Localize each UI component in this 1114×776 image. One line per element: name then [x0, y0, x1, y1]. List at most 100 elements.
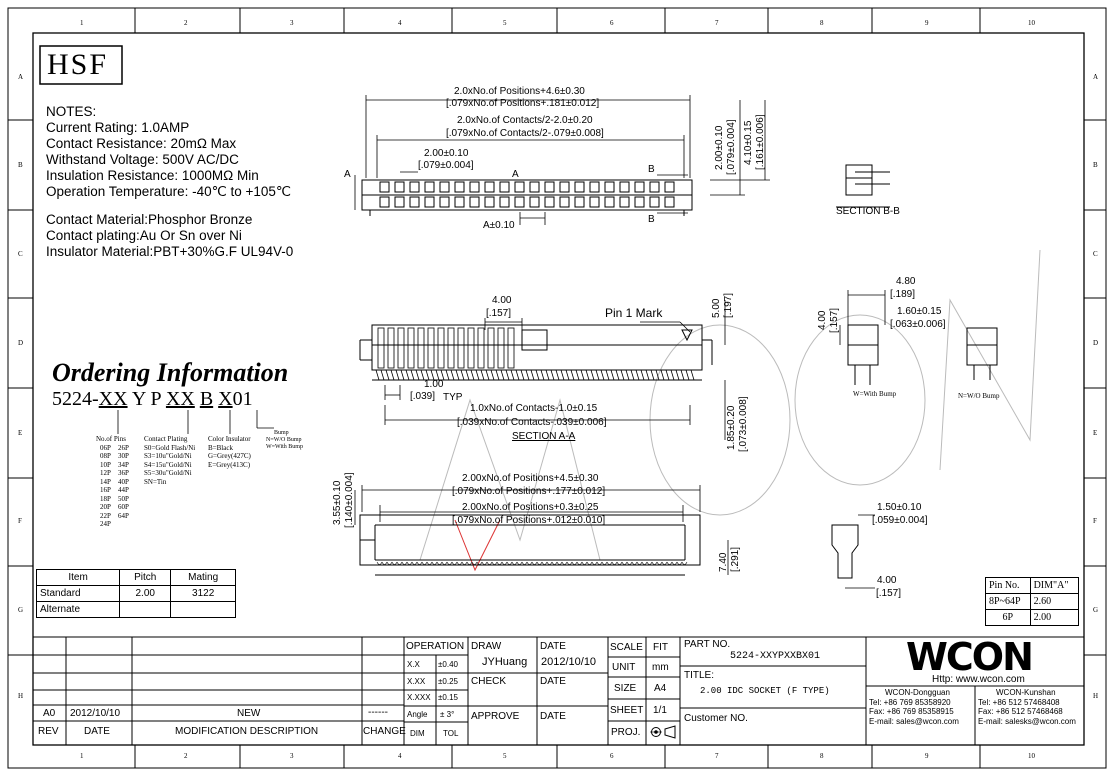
contact-blade — [447, 327, 455, 369]
contact-cell — [529, 196, 540, 208]
section-a-mark-center: A — [512, 169, 519, 180]
dim-bottom-overall: 2.00xNo.of Positions+4.5±0.30 — [462, 473, 599, 484]
rev-header: REV — [38, 726, 59, 737]
serration-tooth — [631, 561, 638, 565]
ordering-code: 5224-XX Y P XX B X01 — [52, 388, 253, 411]
code-plating: XX — [165, 388, 195, 410]
code-y: Y — [131, 388, 146, 410]
dongguan-tel: Tel: +86 769 85358920 — [869, 697, 951, 707]
contact-cell — [604, 196, 615, 208]
item-standard: Standard — [35, 585, 121, 602]
contact-blade — [387, 327, 395, 369]
plating-option-3: S4=15u"Gold/Ni — [144, 460, 192, 469]
contact-cell — [394, 196, 405, 208]
grid-row-f-right: F — [1093, 517, 1097, 525]
mating-header: Mating — [170, 569, 236, 586]
grid-col-10-bottom: 10 — [1028, 752, 1035, 760]
kunshan-email: E-mail: salesks@wcon.com — [978, 716, 1076, 726]
contact-tail — [470, 369, 475, 381]
proj-label: PROJ. — [611, 727, 641, 738]
grid-col-5-bottom: 5 — [503, 752, 507, 760]
grid-row-d-right: D — [1093, 339, 1099, 347]
grid-row-h-right: H — [1093, 692, 1099, 700]
operation-label: OPERATION — [406, 641, 465, 652]
contact-tail — [630, 369, 635, 381]
approve-date-label: DATE — [540, 711, 566, 722]
dim-small-400: 4.00 — [877, 575, 897, 586]
contact-tail — [675, 369, 680, 381]
dim-100-inch: [.039] — [410, 391, 436, 402]
contact-blade — [427, 327, 435, 369]
contact-cell — [574, 181, 585, 193]
contact-cell — [499, 181, 510, 193]
contact-tail — [650, 369, 655, 381]
dim-bottom-inner: 2.00xNo.of Positions+0.3±0.25 — [462, 502, 599, 513]
contact-cell — [559, 181, 570, 193]
contact-tail — [375, 369, 380, 381]
code-prefix: 5224- — [52, 388, 99, 410]
wcon-logo: WCON — [906, 635, 1034, 679]
contact-cell — [469, 196, 480, 208]
serration-tooth — [431, 561, 438, 565]
serration-tooth — [381, 561, 388, 565]
dim-table-value-2: 2.00 — [1029, 609, 1080, 626]
rev-change-value: ------ — [368, 707, 388, 718]
color-option-2: G=Grey(427C) — [208, 452, 251, 460]
dim-table-pin-header: Pin No. — [985, 577, 1031, 594]
serration-tooth — [616, 561, 623, 565]
serration-tooth — [436, 561, 443, 565]
contact-cell — [664, 196, 675, 208]
contact-tail — [575, 369, 580, 381]
contact-tail — [595, 369, 600, 381]
dim-table-a-header: DIM"A" — [1029, 577, 1080, 594]
contact-blade — [497, 327, 505, 369]
pitch-standard: 2.00 — [119, 585, 172, 602]
pins-row: 24P — [96, 520, 129, 529]
serration-tooth — [411, 561, 418, 565]
contact-tail — [490, 369, 495, 381]
grid-row-c: C — [18, 250, 23, 258]
drawer-name: JYHuang — [482, 656, 528, 668]
tol-xxxx-value: ±0.15 — [438, 693, 458, 702]
grid-col-2: 2 — [184, 19, 188, 27]
dim-right-400: 4.00 — [817, 310, 828, 330]
tol-xxx-value: ±0.25 — [438, 677, 458, 686]
dim-480: 4.80 — [896, 276, 916, 287]
contact-blade — [467, 327, 475, 369]
dim-contacts-span-inch: [.039xNo.of Contacts-.039±0.006] — [457, 417, 607, 428]
contact-tail — [655, 369, 660, 381]
grid-col-6-bottom: 6 — [610, 752, 614, 760]
pins-option: 26P — [118, 443, 129, 452]
contact-tail — [410, 369, 415, 381]
customer-no-label: Customer NO. — [684, 713, 748, 724]
plating-column: Contact Plating S0=Gold Flash/Ni S3=10u"… — [144, 435, 195, 486]
contact-tail — [680, 369, 685, 381]
contact-tail — [395, 369, 400, 381]
serration-tooth — [481, 561, 488, 565]
dim-contact-span: 2.0xNo.of Contacts/2-2.0±0.20 — [457, 115, 593, 126]
serration-tooth — [406, 561, 413, 565]
serration-tooth — [561, 561, 568, 565]
serration-tooth — [671, 561, 678, 565]
serration-tooth — [496, 561, 503, 565]
contact-tail — [540, 369, 545, 381]
pins-option: 36P — [118, 469, 129, 477]
color-option-1: B=Black — [208, 443, 233, 452]
contact-tail — [545, 369, 550, 381]
dim-typ: TYP — [443, 392, 463, 403]
contact-cell — [439, 181, 450, 193]
dim-pitch: 2.00±0.10 — [424, 148, 469, 159]
contact-tail — [405, 369, 410, 381]
contact-cell — [379, 181, 390, 193]
dim-150-inch: [.059±0.004] — [872, 515, 928, 526]
dim-overall-length-inch: [.079xNo.of Positions+.181±0.012] — [446, 98, 600, 109]
dim-label: DIM — [410, 729, 425, 738]
contact-blade — [437, 327, 445, 369]
contact-tail — [385, 369, 390, 381]
code-bump: X — [218, 388, 233, 410]
kunshan-title: WCON-Kunshan — [996, 688, 1056, 697]
contact-tail — [580, 369, 585, 381]
item-header: Item — [35, 569, 121, 586]
